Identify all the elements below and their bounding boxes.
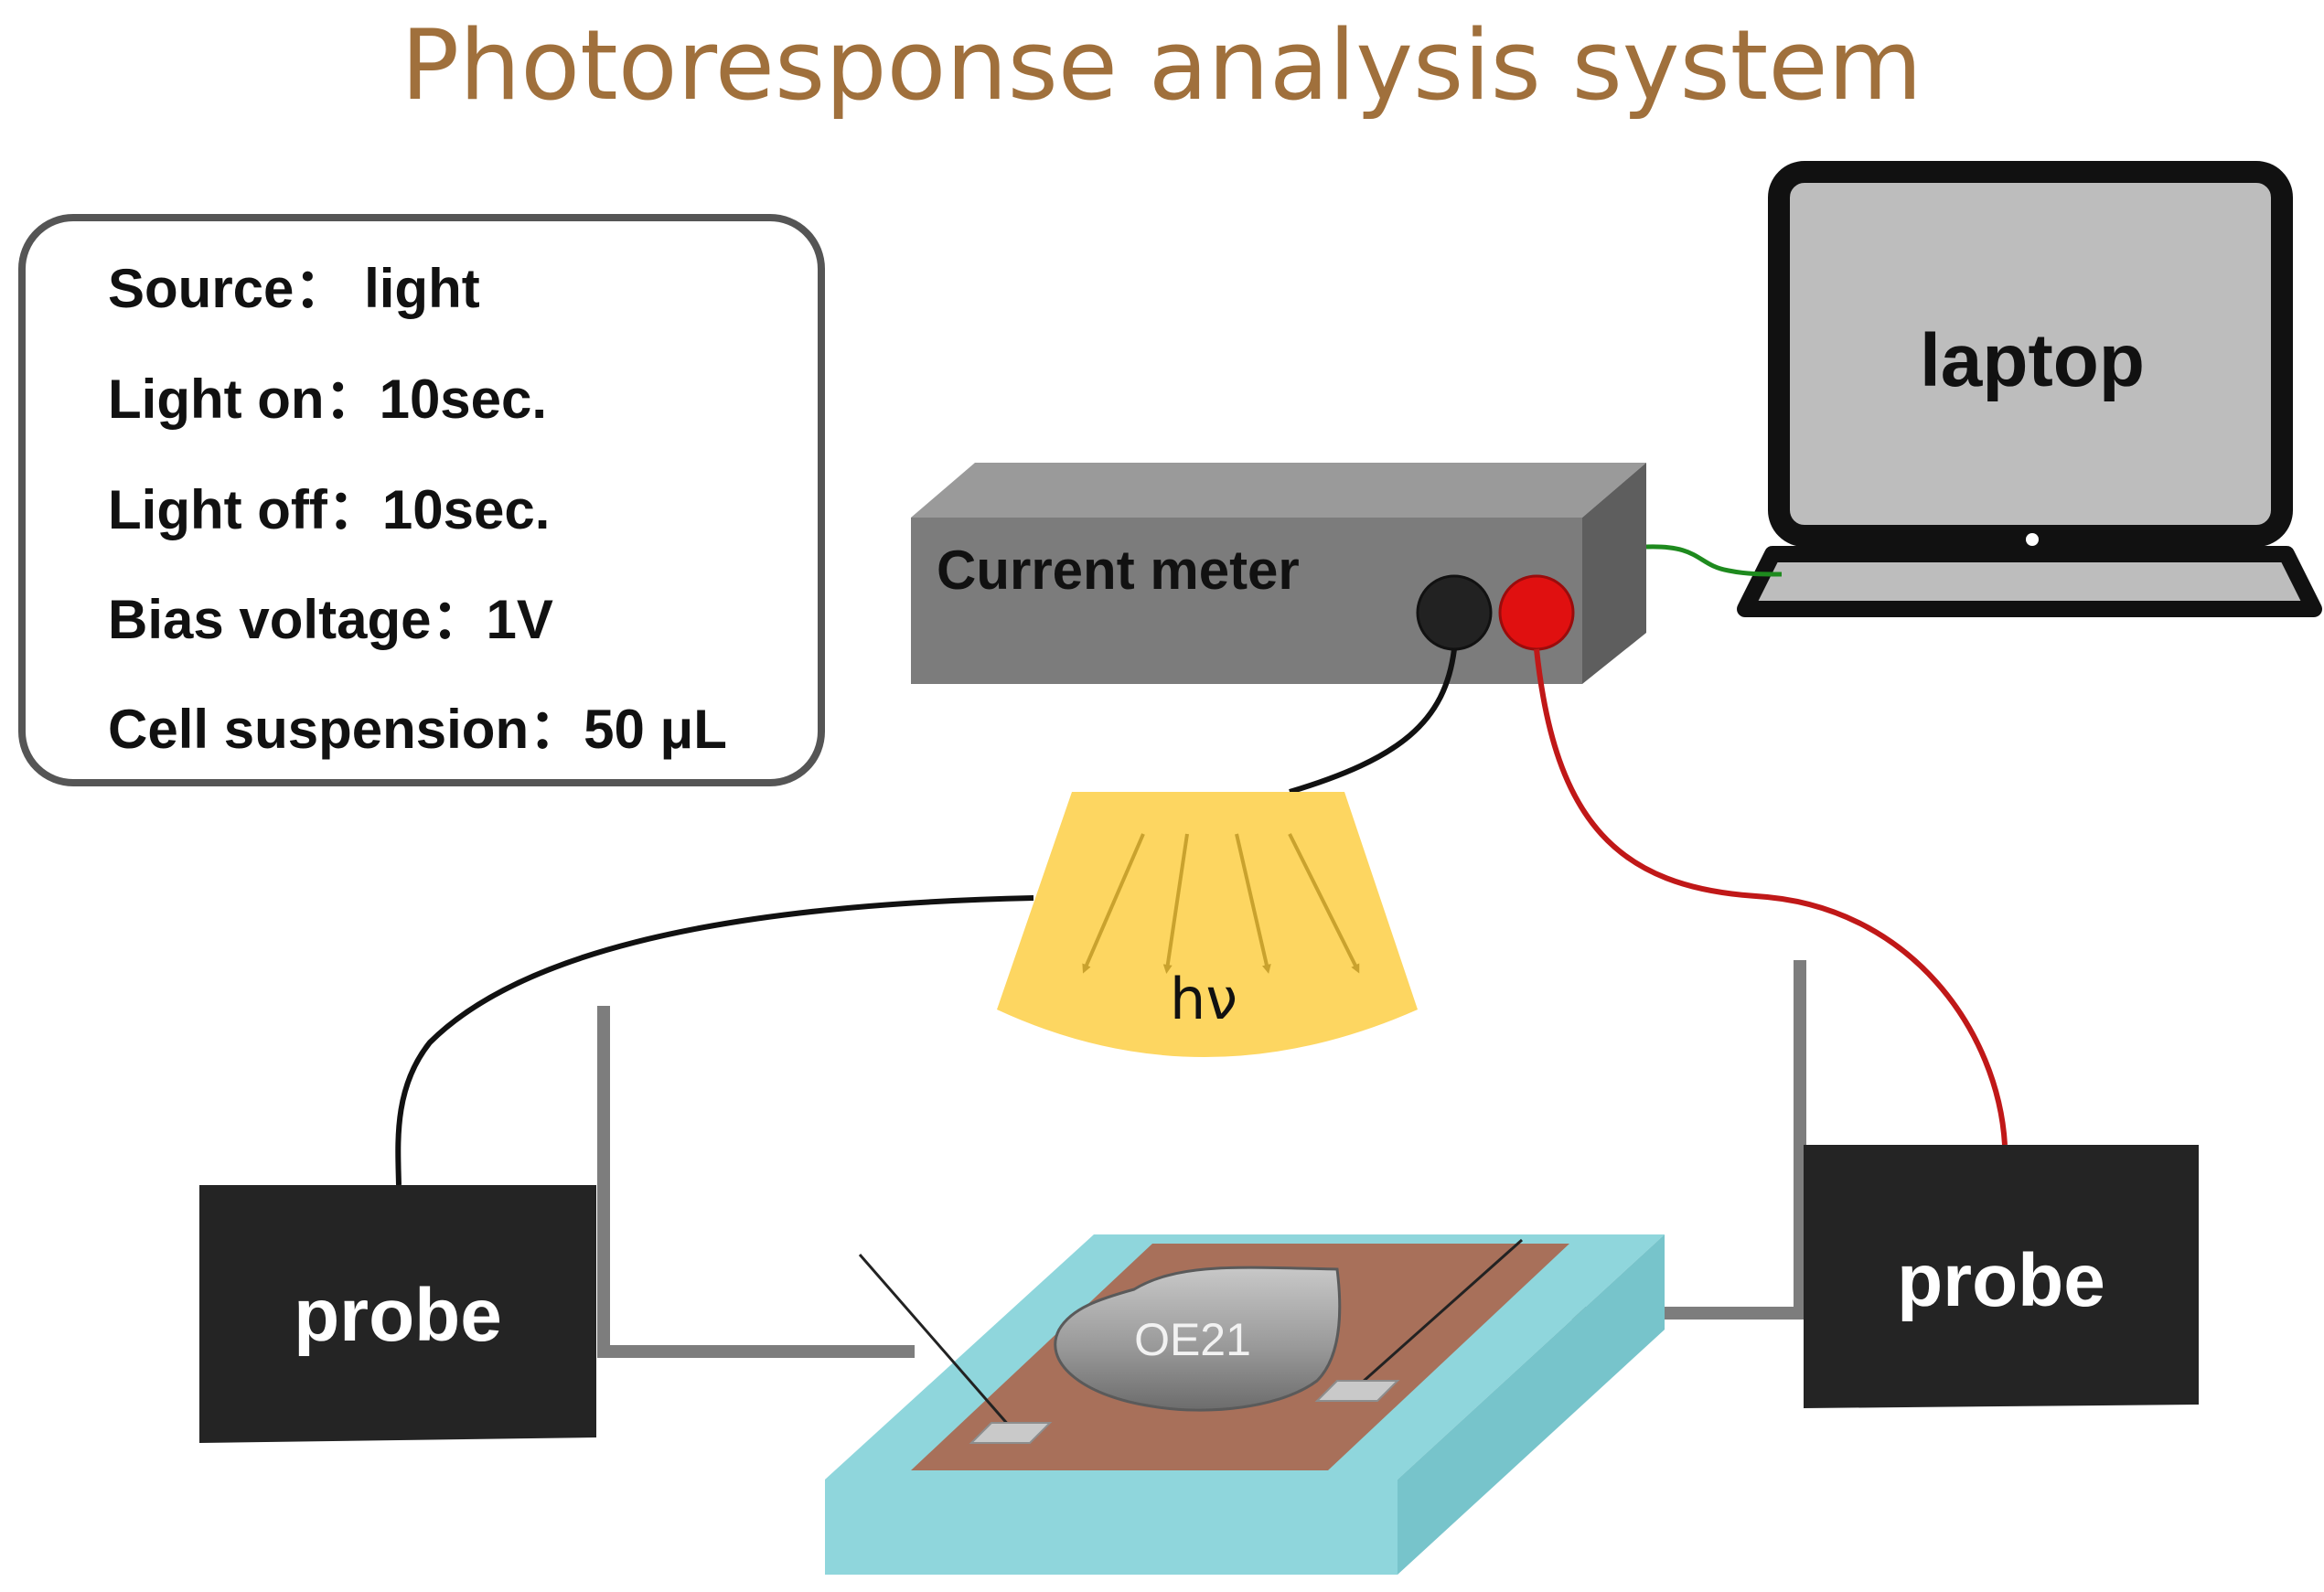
sample-label: OE21 — [1134, 1314, 1251, 1365]
laptop: laptop — [1737, 161, 2322, 617]
right-probe-label: probe — [1897, 1239, 2105, 1322]
param-source: Source： light — [108, 258, 480, 319]
param-light-off: Light off：10sec. — [108, 479, 550, 540]
light-ray-arrow — [1288, 833, 1360, 974]
meter-top-face — [911, 463, 1646, 518]
right-probe: probe — [1804, 1145, 2199, 1408]
light-source: hν — [997, 792, 1418, 1057]
left-probe-arm — [597, 1006, 915, 1358]
light-ray-arrow — [1235, 833, 1271, 974]
laptop-label: laptop — [1920, 319, 2145, 402]
left-probe-label: probe — [294, 1274, 502, 1357]
substrate-front — [825, 1480, 1398, 1575]
sample-blob — [1054, 1266, 1342, 1412]
param-cell-suspension: Cell suspension：50 μL — [108, 699, 727, 760]
light-ray-arrow — [1082, 833, 1145, 974]
light-hv-label: hν — [1170, 966, 1237, 1032]
parameter-box: Source： light Light on：10sec. Light off：… — [18, 214, 825, 786]
meter-side-face — [1582, 463, 1646, 684]
parameter-box-frame — [18, 214, 825, 786]
left-probe-body — [199, 1185, 596, 1443]
right-probe-body — [1804, 1145, 2199, 1408]
left-probe-tip — [858, 1254, 1012, 1427]
laptop-base — [1737, 546, 2322, 617]
substrate-side — [1398, 1234, 1665, 1575]
right-probe-tip — [1353, 1238, 1523, 1392]
light-ray-arrow — [1162, 833, 1189, 974]
black-wire-meter-to-light — [1289, 648, 1457, 795]
diagram-title: Photoresponse analysis system — [401, 9, 1922, 122]
sample-stage: OE21 — [825, 1234, 1665, 1575]
red-wire-meter-to-right-probe — [1534, 648, 2008, 1146]
green-cable — [1645, 544, 1783, 577]
meter-red-terminal — [1498, 574, 1575, 651]
black-wire-light-to-left-probe — [395, 895, 1034, 1186]
meter-label: Current meter — [937, 540, 1300, 601]
laptop-camera-dot — [2026, 533, 2039, 546]
meter-black-terminal — [1416, 574, 1493, 651]
right-contact-pad — [1314, 1380, 1400, 1402]
left-contact-pad — [969, 1422, 1053, 1444]
param-bias-voltage: Bias voltage：1V — [108, 589, 553, 650]
light-cone — [997, 792, 1418, 1057]
current-meter: Current meter — [911, 463, 1646, 684]
param-light-on: Light on：10sec. — [108, 369, 547, 430]
left-probe: probe — [199, 1185, 596, 1443]
